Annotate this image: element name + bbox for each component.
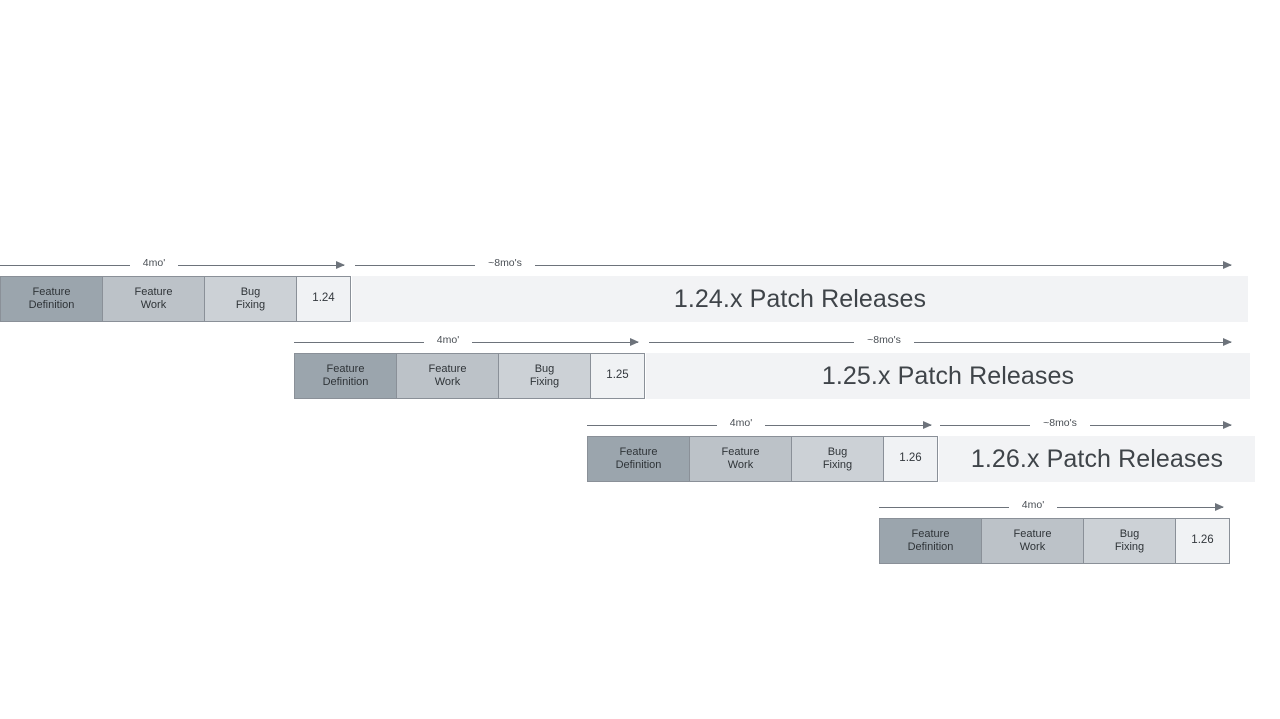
segment-bug-fixing: Bug Fixing <box>1083 518 1176 564</box>
dimension-arrow-dev-1-26: 4mo' <box>587 416 940 434</box>
dimension-label: 4mo' <box>1021 499 1045 511</box>
dimension-label: 4mo' <box>436 334 460 346</box>
patch-release-label: 1.26.x Patch Releases <box>970 444 1224 473</box>
segment-bug-fixing: Bug Fixing <box>791 436 884 482</box>
patch-release-band-1-26: 1.26.x Patch Releases <box>939 436 1255 482</box>
dimension-label: 4mo' <box>729 417 753 429</box>
version-chip-1-24: 1.24 <box>296 276 351 322</box>
phase-bar-1-24: Feature Definition Feature Work Bug Fixi… <box>0 276 353 322</box>
patch-release-band-1-25: 1.25.x Patch Releases <box>646 353 1250 399</box>
arrow-line-right <box>472 342 638 343</box>
arrow-line-right <box>535 265 1231 266</box>
arrow-line-left <box>294 342 424 343</box>
segment-feature-definition: Feature Definition <box>0 276 103 322</box>
arrow-line-right <box>914 342 1231 343</box>
arrow-head-icon <box>923 420 932 429</box>
phase-bar-1-26: Feature Definition Feature Work Bug Fixi… <box>587 436 940 482</box>
dimension-label: 4mo' <box>142 257 166 269</box>
arrow-head-icon <box>336 260 345 269</box>
segment-feature-definition: Feature Definition <box>587 436 690 482</box>
patch-release-band-1-24: 1.24.x Patch Releases <box>352 276 1248 322</box>
dimension-label: ~8mo's <box>867 334 901 346</box>
release-row-1-26: 1.26.x Patch Releases Feature Definition… <box>587 436 1255 482</box>
arrow-head-icon <box>1223 260 1232 269</box>
segment-feature-work: Feature Work <box>396 353 499 399</box>
arrow-line-left <box>649 342 854 343</box>
segment-bug-fixing: Bug Fixing <box>204 276 297 322</box>
release-row-1-25: 1.25.x Patch Releases Feature Definition… <box>294 353 1250 399</box>
arrow-head-icon <box>1215 502 1224 511</box>
version-chip-1-26: 1.26 <box>883 436 938 482</box>
phase-bar-1-27: Feature Definition Feature Work Bug Fixi… <box>879 518 1232 564</box>
dimension-arrow-dev-1-27: 4mo' <box>879 498 1232 516</box>
version-chip-1-25: 1.25 <box>590 353 645 399</box>
dimension-arrow-patch-1-26: ~8mo's <box>940 416 1240 434</box>
dimension-arrow-dev-1-24: 4mo' <box>0 256 353 274</box>
patch-release-label: 1.25.x Patch Releases <box>821 361 1075 390</box>
arrow-line-left <box>355 265 475 266</box>
arrow-line-right <box>1057 507 1223 508</box>
segment-bug-fixing: Bug Fixing <box>498 353 591 399</box>
dimension-arrow-dev-1-25: 4mo' <box>294 333 647 351</box>
arrow-line-right <box>765 425 931 426</box>
segment-feature-definition: Feature Definition <box>879 518 982 564</box>
phase-bar-1-25: Feature Definition Feature Work Bug Fixi… <box>294 353 647 399</box>
dimension-arrow-patch-1-24: ~8mo's <box>355 256 1240 274</box>
arrow-line-right <box>178 265 344 266</box>
release-row-1-24: 1.24.x Patch Releases Feature Definition… <box>0 276 1248 322</box>
arrow-line-right <box>1090 425 1231 426</box>
segment-feature-definition: Feature Definition <box>294 353 397 399</box>
dimension-label: ~8mo's <box>1043 417 1077 429</box>
arrow-head-icon <box>1223 420 1232 429</box>
release-row-1-27: Feature Definition Feature Work Bug Fixi… <box>879 518 1232 564</box>
arrow-line-left <box>940 425 1030 426</box>
patch-release-label: 1.24.x Patch Releases <box>673 284 927 313</box>
arrow-line-left <box>587 425 717 426</box>
dimension-label: ~8mo's <box>488 257 522 269</box>
dimension-arrow-patch-1-25: ~8mo's <box>649 333 1240 351</box>
arrow-head-icon <box>1223 337 1232 346</box>
arrow-head-icon <box>630 337 639 346</box>
arrow-line-left <box>879 507 1009 508</box>
segment-feature-work: Feature Work <box>689 436 792 482</box>
arrow-line-left <box>0 265 130 266</box>
segment-feature-work: Feature Work <box>981 518 1084 564</box>
version-chip-1-27: 1.26 <box>1175 518 1230 564</box>
segment-feature-work: Feature Work <box>102 276 205 322</box>
